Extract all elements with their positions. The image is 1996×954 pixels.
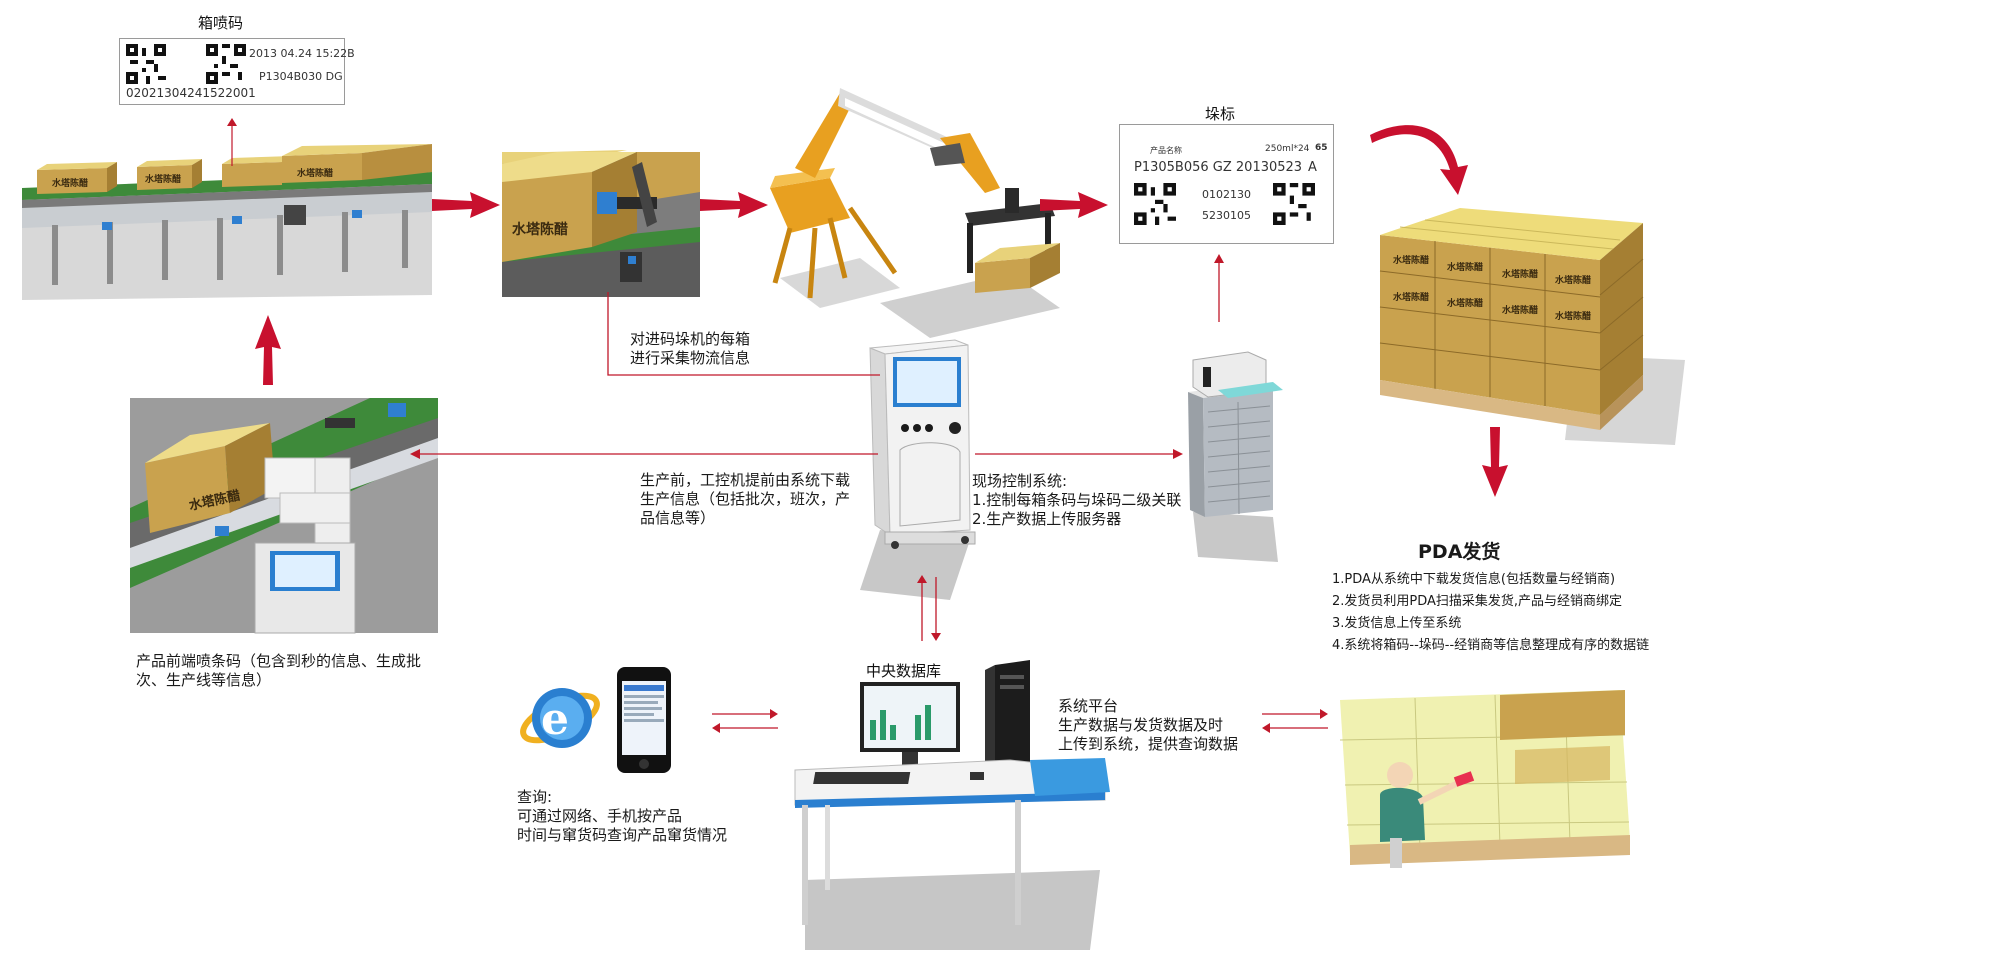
inkjet-description-line-1: 产品前端喷条码（包含到秒的信息、生成批 bbox=[136, 652, 422, 670]
box-brand-text: 水塔陈醋 bbox=[1447, 297, 1483, 309]
pallet-batch: P1305B056 GZ 20130523 bbox=[1134, 160, 1303, 175]
box-code-batch: P1304B030 DG bbox=[259, 70, 343, 83]
pallet-code-2: 5230105 bbox=[1202, 209, 1251, 222]
platform-line-3: 上传到系统，提供查询数据 bbox=[1058, 735, 1239, 753]
up-arrow-to-boxcode bbox=[227, 118, 237, 166]
collect-info-line-1: 对进码垛机的每箱 bbox=[630, 330, 751, 348]
connector-kiosk-to-scanner bbox=[607, 292, 880, 376]
box-brand-text: 水塔陈醋 bbox=[1502, 304, 1538, 316]
collect-info-line-2: 进行采集物流信息 bbox=[630, 349, 751, 367]
pallet-code-1: 0102130 bbox=[1202, 188, 1251, 201]
arrow-kiosk-to-control bbox=[975, 449, 1183, 459]
pda-step-4: 4.系统将箱码--垛码--经销商等信息整理成有序的数据链 bbox=[1332, 638, 1650, 653]
box-brand-text: 水塔陈醋 bbox=[1393, 291, 1429, 303]
flow-arrow-up bbox=[255, 315, 281, 385]
box-brand-text: 水塔陈醋 bbox=[52, 177, 88, 189]
inkjet-description-line-2: 次、生产线等信息） bbox=[136, 671, 272, 689]
arrow-printer-to-pallet-label bbox=[1214, 254, 1224, 322]
pda-step-2: 2.发货员利用PDA扫描采集发货,产品与经销商绑定 bbox=[1332, 594, 1623, 609]
pallet-spec: 250ml*24 bbox=[1265, 144, 1310, 154]
qr-code-icon bbox=[1273, 183, 1315, 225]
control-system-line-1: 现场控制系统: bbox=[972, 472, 1068, 490]
pallet-quantity: 65 bbox=[1315, 143, 1328, 153]
download-info-line-2: 生产信息（包括批次，班次，产 bbox=[640, 490, 851, 508]
flow-arrow-right bbox=[700, 192, 768, 218]
central-database-title: 中央数据库 bbox=[866, 662, 942, 680]
box-code-label: 2013 04.24 15:22B P1304B030 DG 020213042… bbox=[119, 38, 355, 105]
box-code-serial: 02021304241522001 bbox=[126, 86, 256, 100]
platform-line-2: 生产数据与发货数据及时 bbox=[1058, 716, 1224, 734]
arrow-database-warehouse-bidirectional bbox=[1262, 709, 1328, 733]
flow-arrow-down bbox=[1482, 427, 1508, 497]
svg-text:e: e bbox=[541, 694, 569, 745]
flow-arrow-right bbox=[432, 192, 500, 218]
control-system-line-2: 1.控制每箱条码与垛码二级关联 bbox=[972, 491, 1182, 509]
control-system-line-3: 2.生产数据上传服务器 bbox=[972, 510, 1122, 528]
curved-flow-arrow bbox=[1370, 125, 1468, 195]
internet-explorer-icon: e bbox=[520, 688, 600, 748]
box-brand-text: 水塔陈醋 bbox=[1447, 261, 1483, 273]
inkjet-printer-scene: 水塔陈醋 bbox=[130, 398, 438, 634]
box-code-date: 2013 04.24 15:22B bbox=[249, 47, 355, 60]
label-printer-cabinet bbox=[1178, 351, 1283, 562]
pallet-label-title: 垛标 bbox=[1205, 105, 1236, 123]
pda-step-3: 3.发货信息上传至系统 bbox=[1332, 616, 1462, 631]
palletizing-robot-scene bbox=[760, 88, 1070, 338]
qr-code-icon bbox=[1134, 183, 1176, 225]
central-database-desk bbox=[790, 660, 1110, 950]
query-line-3: 时间与窜货码查询产品窜货情况 bbox=[517, 826, 728, 844]
box-brand-text: 水塔陈醋 bbox=[1555, 310, 1591, 322]
qr-code-icon bbox=[206, 44, 246, 84]
arrow-kiosk-to-inkjet bbox=[410, 449, 878, 459]
pallet-grade: A bbox=[1308, 160, 1317, 175]
pallet-label: 产品名称 250ml*24 65 P1305B056 GZ 20130523 A… bbox=[1119, 124, 1334, 244]
flow-arrow-right bbox=[1040, 192, 1108, 218]
pda-title: PDA发货 bbox=[1418, 541, 1501, 563]
download-info-line-3: 品信息等） bbox=[640, 509, 716, 527]
box-code-title: 箱喷码 bbox=[198, 14, 244, 32]
box-brand-text: 水塔陈醋 bbox=[512, 221, 568, 238]
arrow-query-database-bidirectional bbox=[712, 709, 778, 733]
industrial-pc-kiosk bbox=[860, 339, 980, 600]
box-brand-text: 水塔陈醋 bbox=[297, 167, 333, 179]
box-brand-text: 水塔陈醋 bbox=[1393, 254, 1429, 266]
download-info-line-1: 生产前，工控机提前由系统下载 bbox=[640, 471, 851, 489]
query-line-1: 查询: bbox=[517, 788, 553, 806]
query-line-2: 可通过网络、手机按产品 bbox=[517, 807, 683, 825]
arrow-kiosk-database-bidirectional bbox=[917, 575, 941, 641]
qr-code-icon bbox=[126, 44, 166, 84]
box-brand-text: 水塔陈醋 bbox=[145, 173, 181, 185]
pallet-product-name: 产品名称 bbox=[1150, 146, 1182, 155]
top-conveyor-scene: 水塔陈醋 水塔陈醋 水塔陈醋 bbox=[22, 144, 432, 300]
stacked-pallet-scene: 水塔陈醋 水塔陈醋 水塔陈醋 水塔陈醋 水塔陈醋 水塔陈醋 水塔陈醋 水塔陈醋 bbox=[1375, 205, 1685, 445]
pda-step-1: 1.PDA从系统中下载发货信息(包括数量与经销商) bbox=[1332, 572, 1616, 587]
box-brand-text: 水塔陈醋 bbox=[1555, 274, 1591, 286]
scanner-closeup-scene: 水塔陈醋 bbox=[502, 150, 700, 297]
smartphone-icon bbox=[617, 667, 671, 773]
warehouse-pda-scene bbox=[1335, 690, 1635, 875]
platform-line-1: 系统平台 bbox=[1058, 697, 1119, 715]
box-brand-text: 水塔陈醋 bbox=[1502, 268, 1538, 280]
